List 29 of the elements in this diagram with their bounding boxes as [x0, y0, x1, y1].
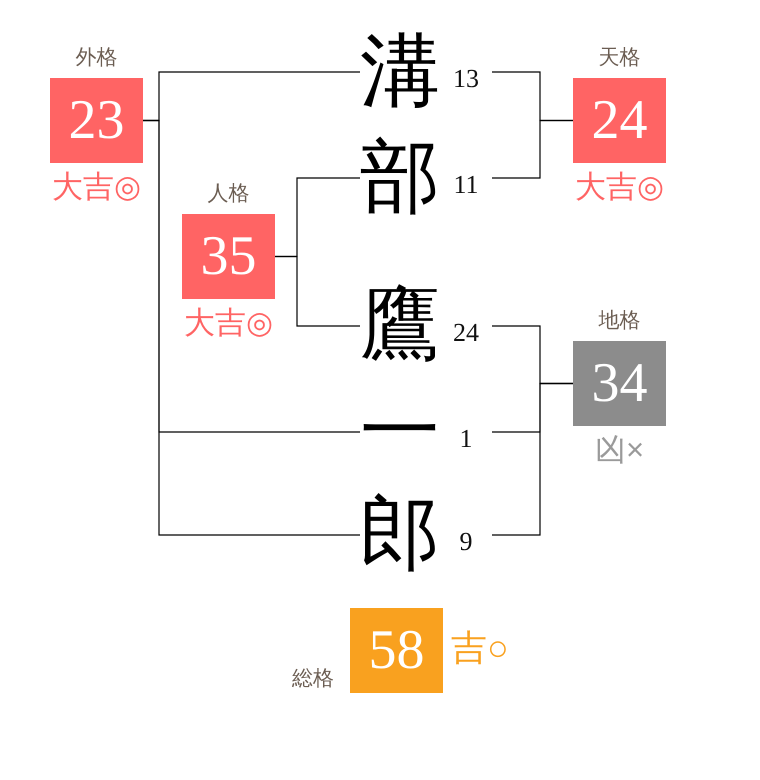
- grade-heading: 人格: [208, 182, 250, 206]
- bracket-connector: [275, 256, 360, 327]
- fortune-rating: 大吉◎: [52, 169, 142, 205]
- score-box: 58: [350, 608, 443, 693]
- stroke-count: 24: [453, 319, 479, 347]
- bracket-connector: [492, 120, 573, 179]
- stroke-count: 9: [460, 528, 472, 556]
- score-box: 34: [573, 341, 666, 426]
- fortune-rating: 吉○: [451, 628, 509, 668]
- stroke-count: 11: [453, 171, 479, 199]
- grade-heading: 総格: [292, 667, 334, 691]
- bracket-connector: [143, 120, 360, 536]
- fortune-rating: 凶×: [594, 432, 644, 468]
- bracket-connector: [492, 382, 573, 536]
- score-box: 23: [50, 78, 143, 163]
- name-character: 一: [360, 392, 440, 472]
- name-character: 部: [360, 138, 440, 218]
- fortune-rating: 大吉◎: [574, 169, 664, 205]
- name-character: 郎: [360, 495, 440, 575]
- stroke-count: 1: [460, 425, 472, 453]
- score-box: 35: [182, 214, 275, 299]
- grade-heading: 外格: [76, 46, 118, 70]
- grade-heading: 地格: [598, 309, 640, 333]
- stroke-count: 13: [453, 65, 479, 93]
- score-box: 24: [573, 78, 666, 163]
- name-character: 鷹: [360, 286, 440, 366]
- grade-heading: 天格: [598, 46, 640, 70]
- fortune-rating: 大吉◎: [184, 305, 274, 341]
- name-character: 溝: [360, 32, 440, 112]
